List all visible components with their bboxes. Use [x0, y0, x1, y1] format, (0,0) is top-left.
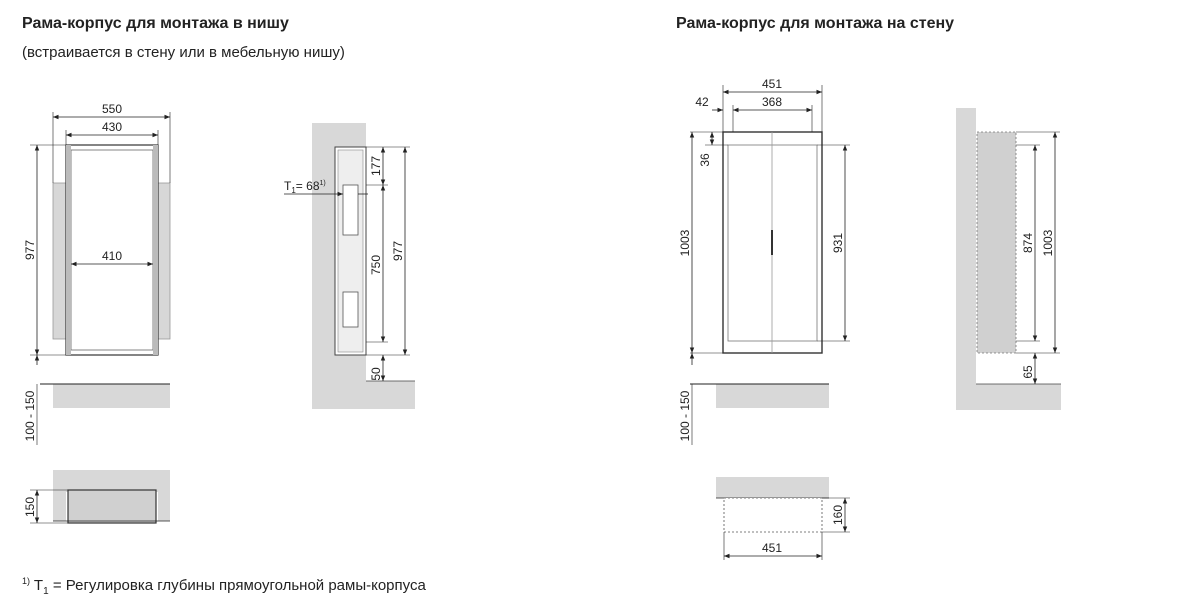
left-subtitle: (встраивается в стену или в мебельную ни…: [22, 44, 345, 61]
dim-floor-gap: 100 - 150: [23, 390, 37, 441]
left-plan-view: 150: [23, 470, 170, 524]
left-title: Рама-корпус для монтажа в нишу: [22, 15, 289, 32]
right-side-view: 874 1003 65: [956, 108, 1061, 410]
right-plan-view: 160 451: [716, 477, 850, 560]
dim-plan-width: 451: [762, 541, 782, 555]
dim-width-outer: 451: [762, 77, 782, 91]
dim-plan-depth: 160: [831, 505, 845, 525]
t1-label: T1= 681): [284, 179, 326, 195]
dim-offset: 42: [695, 95, 709, 109]
dim-width-inner: 368: [762, 95, 782, 109]
footnote-text: = Регулировка глубины прямоугольной рамы…: [48, 577, 426, 594]
dim-height: 977: [23, 240, 37, 260]
dim-side-mid: 750: [369, 255, 383, 275]
left-side-view: T1= 681) 177 750 977 50: [284, 123, 415, 409]
footnote-marker: 1): [22, 576, 31, 586]
right-front-view: 451 368 42 36 1003 931 100 - 150: [678, 77, 850, 445]
dim-inner-height: 931: [831, 233, 845, 253]
dim-floor-gap: 100 - 150: [678, 390, 692, 441]
footnote-sub: 1: [43, 586, 49, 597]
footnote-t: T: [33, 577, 44, 594]
floor-area: [53, 384, 170, 408]
right-title: Рама-корпус для монтажа на стену: [676, 15, 955, 32]
dim-side-total: 1003: [1041, 229, 1055, 256]
dim-height: 1003: [678, 229, 692, 256]
left-front-view: 550 430 410 977 100 - 150: [23, 102, 171, 445]
footnote: 1) T1 = Регулировка глубины прямоугольно…: [22, 576, 426, 597]
dim-plan-depth: 150: [23, 497, 37, 517]
dim-top: 36: [698, 153, 712, 167]
floor-area: [716, 384, 829, 408]
dim-side-total: 977: [391, 241, 405, 261]
dim-width-inner: 410: [102, 249, 122, 263]
dim-side-bottom: 65: [1021, 365, 1035, 379]
dim-side-bottom: 50: [369, 367, 383, 381]
dim-width-mid: 430: [102, 120, 122, 134]
dim-side-top: 177: [369, 156, 383, 176]
dim-side-mid: 874: [1021, 233, 1035, 253]
dim-width-outer: 550: [102, 102, 122, 116]
